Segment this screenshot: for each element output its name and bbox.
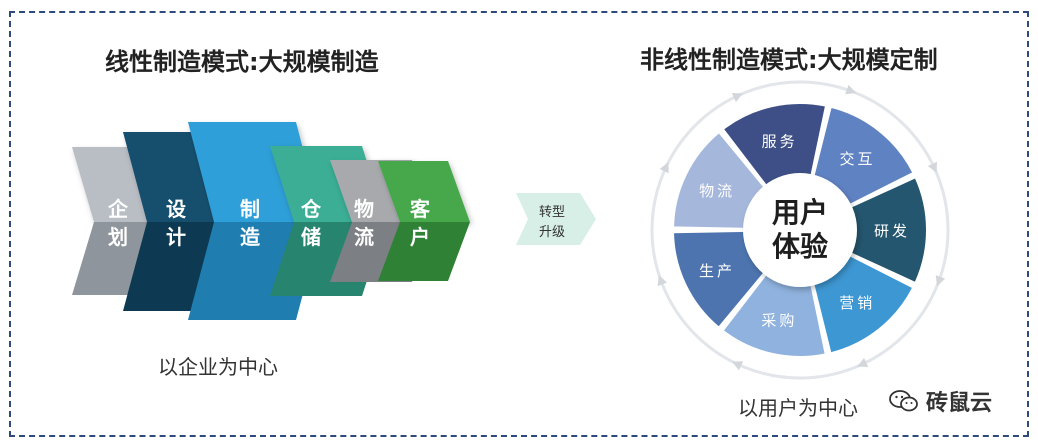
process-step-label-char: 计 xyxy=(166,225,186,249)
center-label-1: 用户 xyxy=(772,196,828,229)
wheel-segment-label: 物流 xyxy=(699,182,735,200)
ring-arrowhead xyxy=(927,161,937,173)
wheel-segment-label: 营销 xyxy=(839,294,875,312)
transition-arrow: 转型 升级 xyxy=(516,193,596,245)
ring-arrows xyxy=(657,84,946,371)
process-step-label-char: 流 xyxy=(354,225,374,249)
left-title: 线性制造模式:大规模制造 xyxy=(105,48,379,76)
process-step-label-char: 客 xyxy=(409,197,431,221)
wheel-segment-label: 研发 xyxy=(874,222,910,240)
watermark-text: 砖鼠云 xyxy=(926,391,993,416)
process-step-label-char: 企 xyxy=(107,197,129,221)
process-step-label-char: 仓 xyxy=(300,197,322,221)
ring-arrowhead xyxy=(732,361,744,371)
process-step-label-char: 物 xyxy=(354,197,374,221)
center-label-2: 体验 xyxy=(772,230,828,263)
wheel-center: 用户 体验 xyxy=(743,173,857,287)
ring-arrowhead xyxy=(731,93,743,103)
wheel-segment-label: 服务 xyxy=(762,132,798,150)
wheel-segment-7: 物流 xyxy=(672,130,769,230)
ring-arrowhead xyxy=(657,274,667,287)
right-caption: 以用户为中心 xyxy=(738,396,858,420)
wheel-segment-label: 交互 xyxy=(839,150,875,168)
ring-arrowhead xyxy=(845,84,857,95)
wheel-segment-1: 服务 xyxy=(721,102,828,191)
transition-label-1: 转型 xyxy=(539,205,565,220)
ring-arrowhead xyxy=(857,357,869,367)
dashed-frame xyxy=(9,11,1029,437)
ring-arrowhead xyxy=(935,275,946,287)
wheel-segment-label: 生产 xyxy=(699,262,735,280)
watermark: 砖鼠云 xyxy=(888,385,992,417)
process-step-label-char: 造 xyxy=(240,225,261,249)
process-step-label-char: 储 xyxy=(301,225,321,249)
process-step-6: 客户 xyxy=(378,161,470,281)
process-step-label-char: 划 xyxy=(108,225,128,249)
wheel-segment-label: 采购 xyxy=(761,312,797,330)
process-step-label-char: 户 xyxy=(410,225,430,249)
ring-arrowhead xyxy=(659,162,669,174)
transition-label-2: 升级 xyxy=(539,225,565,240)
process-step-label-char: 制 xyxy=(240,197,260,221)
wechat-icon xyxy=(889,390,918,412)
left-caption: 以企业为中心 xyxy=(158,355,278,379)
process-step-label-char: 设 xyxy=(166,197,186,221)
right-title: 非线性制造模式:大规模定制 xyxy=(640,46,938,74)
cycle-ring xyxy=(650,80,950,380)
